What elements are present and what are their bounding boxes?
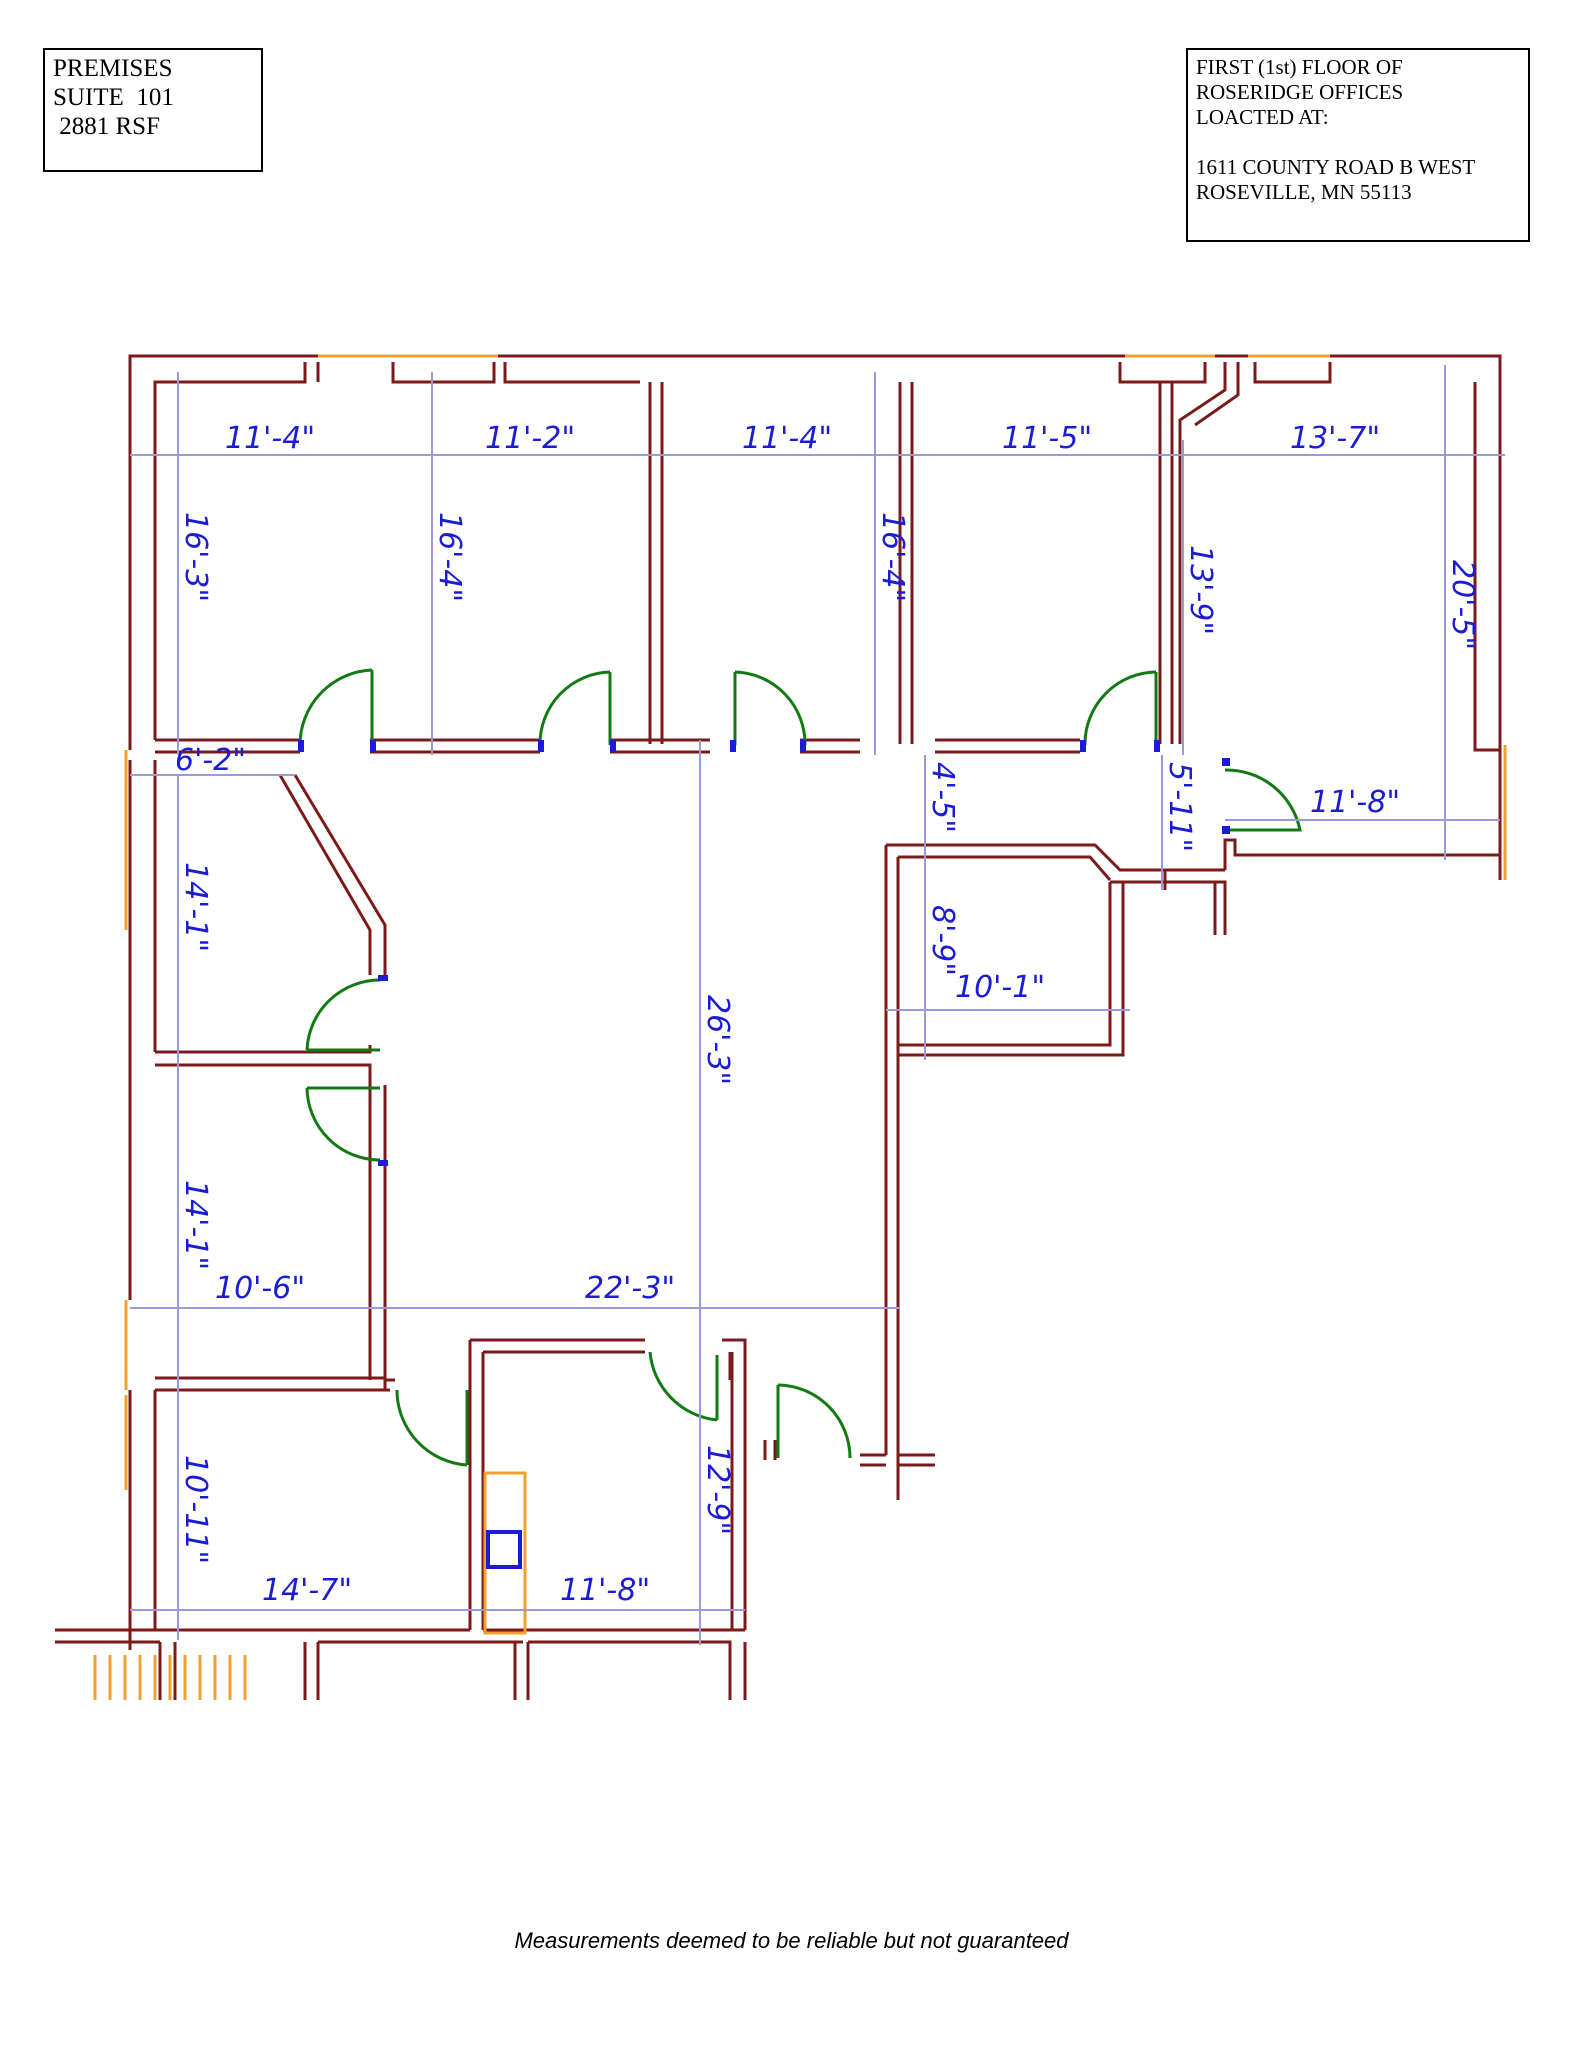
building-line: ROSERIDGE OFFICES bbox=[1196, 80, 1404, 104]
dim-office-3-depth: 16'-4" bbox=[875, 512, 910, 602]
dimension-lines bbox=[130, 365, 1505, 1645]
city-state-zip: ROSEVILLE, MN 55113 bbox=[1196, 180, 1412, 204]
location-box: FIRST (1st) FLOOR OF ROSERIDGE OFFICES L… bbox=[1186, 48, 1530, 242]
disclaimer-footer: Measurements deemed to be reliable but n… bbox=[514, 1928, 1069, 1953]
windows bbox=[93, 354, 1507, 1700]
walls bbox=[55, 354, 1502, 1700]
sink-icon bbox=[486, 1530, 522, 1569]
dim-small-room-width: 10'-1" bbox=[955, 970, 1045, 1005]
premises-title: PREMISES bbox=[53, 55, 173, 82]
dim-kitchen-width: 11'-8" bbox=[560, 1573, 650, 1608]
dim-small-room-depth: 8'-9" bbox=[925, 905, 960, 976]
door-jambs bbox=[298, 740, 1230, 1166]
located-at-line: LOACTED AT: bbox=[1196, 105, 1329, 129]
dim-sw-office-width: 14'-7" bbox=[262, 1573, 352, 1608]
dim-entry-depth: 5'-11" bbox=[1162, 762, 1197, 852]
dim-office-1-width: 11'-4" bbox=[225, 421, 315, 456]
suite-number: SUITE 101 bbox=[53, 84, 174, 111]
premises-box: PREMISES SUITE 101 2881 RSF bbox=[43, 48, 263, 172]
dim-west-office-2-depth: 14'-1" bbox=[178, 1180, 213, 1270]
dim-west-office-1-depth: 14'-1" bbox=[178, 862, 213, 952]
doors bbox=[298, 668, 1302, 1467]
dim-office-2-width: 11'-2" bbox=[485, 421, 575, 456]
floor-line: FIRST (1st) FLOOR OF bbox=[1196, 55, 1403, 79]
dim-west-office-width: 10'-6" bbox=[215, 1271, 305, 1306]
dimension-labels: 11'-4" 11'-2" 11'-4" 11'-5" 13'-7" 16'-3… bbox=[175, 421, 1480, 1608]
dim-office-5-angled-depth: 13'-9" bbox=[1183, 545, 1218, 635]
street-address: 1611 COUNTY ROAD B WEST bbox=[1196, 155, 1476, 179]
dim-office-3-width: 11'-4" bbox=[742, 421, 832, 456]
dim-office-1-depth: 16'-3" bbox=[178, 512, 213, 602]
dim-sw-office-depth: 10'-11" bbox=[178, 1455, 213, 1564]
dim-open-area-width: 22'-3" bbox=[585, 1271, 675, 1306]
dim-corridor-west: 6'-2" bbox=[175, 743, 246, 778]
dim-entry-width: 11'-8" bbox=[1310, 785, 1400, 820]
dim-office-2-depth: 16'-4" bbox=[432, 512, 467, 602]
counter bbox=[483, 1471, 527, 1635]
dim-kitchen-depth: 12'-9" bbox=[700, 1445, 735, 1535]
rentable-square-feet: 2881 RSF bbox=[53, 113, 160, 140]
dim-office-5-width: 13'-7" bbox=[1290, 421, 1380, 456]
dim-open-area-depth: 26'-3" bbox=[700, 995, 735, 1085]
dim-corridor-east: 4'-5" bbox=[925, 762, 960, 833]
dim-office-4-width: 11'-5" bbox=[1002, 421, 1092, 456]
dim-office-5-depth: 20'-5" bbox=[1445, 560, 1480, 650]
